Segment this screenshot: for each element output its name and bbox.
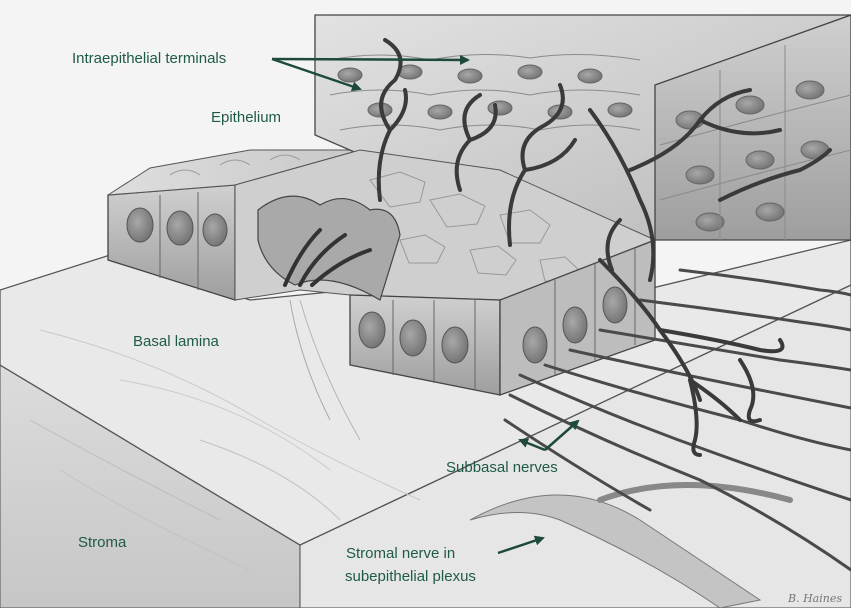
artist-signature: B. Haines [788, 592, 842, 605]
label-epithelium: Epithelium [211, 109, 281, 127]
label-intraepithelial-terminals: Intraepithelial terminals [72, 50, 226, 68]
label-stromal-nerve-line1: Stromal nerve in [346, 545, 455, 563]
label-basal-lamina: Basal lamina [133, 333, 219, 351]
label-stroma: Stroma [78, 534, 126, 552]
label-stromal-nerve-line2: subepithelial plexus [345, 568, 476, 586]
arrow-intraepithelial-2 [272, 59, 468, 60]
label-subbasal-nerves: Subbasal nerves [446, 459, 558, 477]
